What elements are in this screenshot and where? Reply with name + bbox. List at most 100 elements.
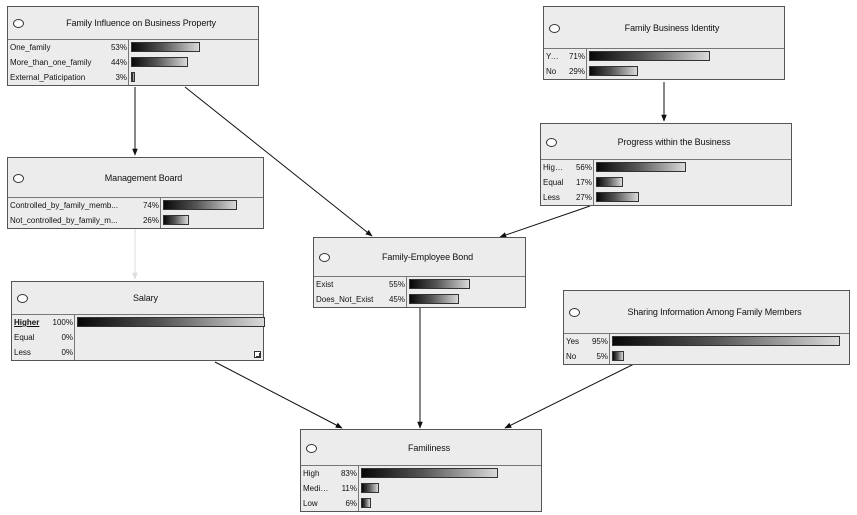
node-circle-icon[interactable] [549,23,560,33]
column-divider [593,160,594,205]
state-percent: 29% [568,67,585,76]
state-label: Exist [316,280,334,289]
state-percent: 53% [110,43,127,52]
edge-family-influence-to-family-employee [184,86,373,237]
resize-icon[interactable] [254,351,261,358]
probability-bar [589,66,638,76]
state-percent: 26% [142,216,159,225]
column-divider [358,466,359,511]
state-row[interactable]: Does_Not_Exist 45% [314,292,525,307]
state-row[interactable]: Higher 100% [12,315,265,330]
probability-bar [361,498,371,508]
state-label: Not_controlled_by_family_m... [10,216,118,225]
node-header: Family Influence on Business Property [8,7,258,40]
state-label: Less [14,348,31,357]
node-header: Salary [12,282,263,315]
state-list: Exist 55% Does_Not_Exist 45% [314,277,525,307]
node-header: Progress within the Business [541,124,791,160]
state-label: Higher [14,318,40,327]
state-label: Yes [566,337,580,346]
state-list: One_family 53% More_than_one_family 44% Exte… [8,40,258,85]
node-circle-icon[interactable] [306,443,317,453]
edge-progress-to-family-employee [499,205,591,238]
node-header: Family Business Identity [544,7,784,49]
probability-bar [589,51,710,61]
state-row[interactable]: Not_controlled_by_family_m... 26% [8,213,263,228]
state-percent: 6% [345,499,357,508]
state-label: Less [543,193,560,202]
node-header: Family-Employee Bond [314,238,525,277]
node-title: Family Business Identity [624,22,720,33]
node-circle-icon[interactable] [13,173,24,183]
probability-bar [596,162,686,172]
state-label: One_family [10,43,51,52]
state-label: Low [303,499,318,508]
probability-bar [409,294,459,304]
node-circle-icon[interactable] [13,19,24,28]
state-row[interactable]: One_family 53% [8,40,258,55]
column-divider [406,277,407,307]
edge-sharing-info-to-familiness [504,363,635,429]
state-label: Equal [543,178,564,187]
probability-bar [361,468,498,478]
state-row[interactable]: Controlled_by_family_memb...74% [8,198,263,213]
probability-bar [131,72,135,82]
state-row[interactable]: Medium 11% [301,481,541,496]
state-label: Does_Not_Exist [316,295,374,304]
node-title: Sharing Information Among Family Members [627,307,802,317]
state-percent: 100% [52,318,73,327]
probability-bar [596,192,639,202]
state-label: High [303,469,320,478]
state-row[interactable]: More_than_one_family 44% [8,55,258,70]
probability-bar [612,336,840,346]
state-row[interactable]: Low 6% [301,496,541,511]
node-circle-icon[interactable] [569,308,580,317]
node-circle-icon[interactable] [546,137,557,147]
state-row[interactable]: Exist 55% [314,277,525,292]
column-divider [609,334,610,364]
state-percent: 11% [341,484,357,493]
state-percent: 45% [388,295,405,304]
state-label: Controlled_by_family_memb... [10,201,119,210]
node-title: Management Board [104,172,183,183]
state-percent: 3% [115,73,127,82]
probability-bar [163,200,237,210]
state-label: More_than_one_family [10,58,92,67]
state-percent: 5% [596,352,608,361]
node-circle-icon[interactable] [17,294,28,303]
state-percent: 44% [110,58,127,67]
state-percent: 0% [61,333,73,342]
probability-bar [612,351,624,361]
probability-bar [131,42,200,52]
node-circle-icon[interactable] [319,253,330,262]
state-list: Controlled_by_family_memb...74%Not_contr… [8,198,263,228]
node-title: Progress within the Business [617,136,731,147]
state-label: Higher [543,163,565,172]
state-percent: 55% [388,280,405,289]
state-label: Medium [303,484,330,493]
node-sharing-info[interactable]: Sharing Information Among Family Members… [563,290,850,365]
